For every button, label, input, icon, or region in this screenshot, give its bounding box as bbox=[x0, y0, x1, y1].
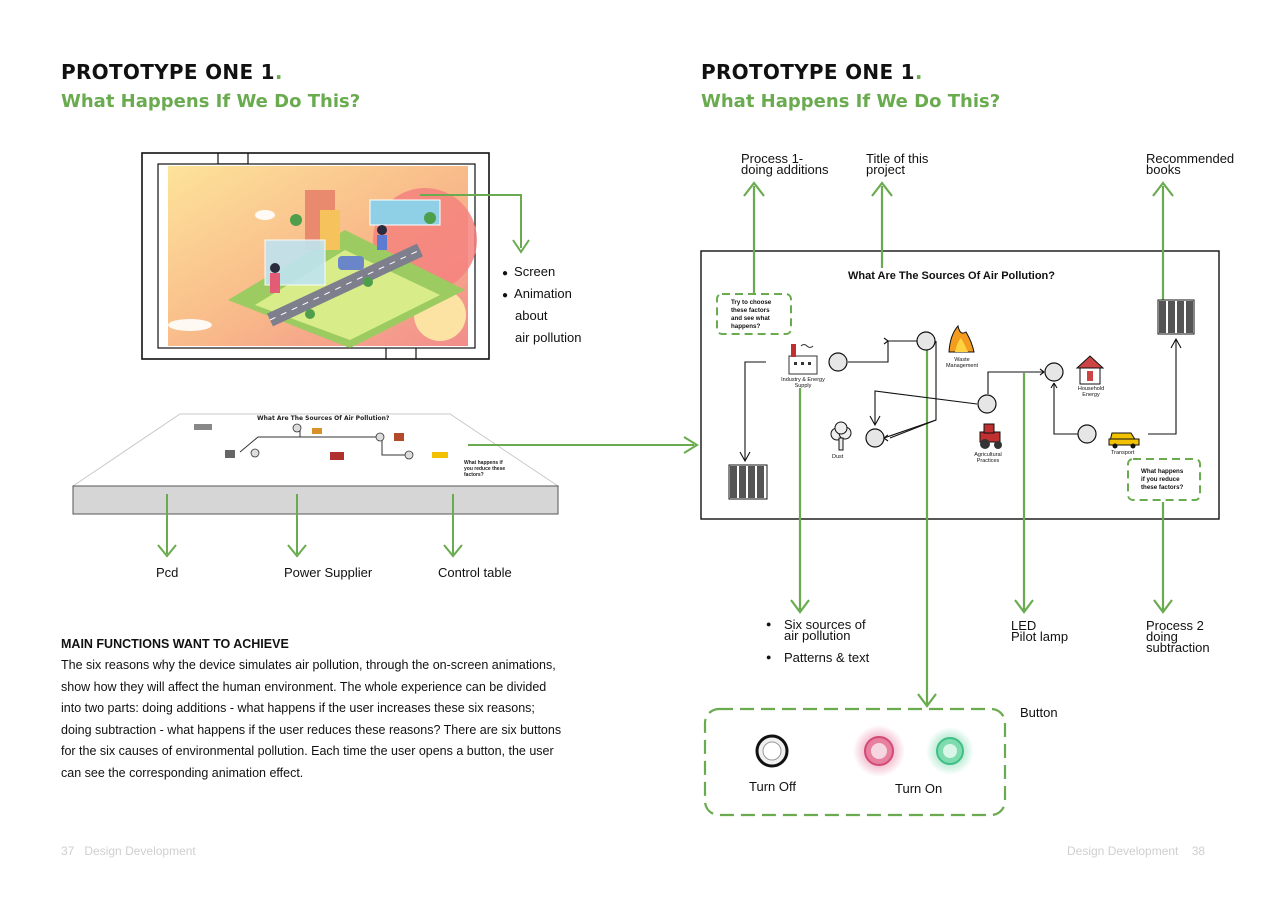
functions-title: MAIN FUNCTIONS WANT TO ACHIEVE bbox=[61, 637, 289, 651]
screen-bullet-2: ●Animation bbox=[502, 286, 572, 301]
control-table-illustration bbox=[71, 413, 560, 515]
label-process-1: Process 1-doing additions bbox=[741, 151, 829, 177]
source-dust: Dust bbox=[832, 454, 844, 460]
bullet-icon: ● bbox=[502, 290, 509, 301]
bullet-icon: ● bbox=[766, 652, 772, 662]
left-title-text: PROTOTYPE ONE 1 bbox=[61, 60, 275, 84]
screen-extra-1: about bbox=[515, 308, 548, 323]
left-title-dot: . bbox=[274, 60, 283, 84]
label-power-supplier: Power Supplier bbox=[284, 565, 373, 580]
flow-nodes bbox=[828, 331, 1097, 448]
right-page-subtitle: What Happens If We Do This? bbox=[701, 91, 1001, 112]
left-page-number: 37 bbox=[61, 844, 75, 858]
turn-off-button[interactable] bbox=[755, 734, 789, 768]
note-try-box bbox=[716, 293, 792, 335]
bottom-bullet-2: ● Patterns & text bbox=[766, 650, 870, 665]
right-page-number: 38 bbox=[1191, 844, 1206, 858]
label-pcd: Pcd bbox=[156, 565, 179, 580]
tree-icon bbox=[830, 421, 852, 451]
screen-bullet-list: ●Screen ●Animation about air pollution bbox=[502, 264, 582, 352]
button-panel bbox=[703, 707, 1007, 817]
arrow-right-icon bbox=[683, 436, 699, 454]
board-title: What Are The Sources Of Air Pollution? bbox=[848, 270, 1055, 282]
label-button: Button bbox=[1020, 705, 1058, 720]
tractor-icon bbox=[979, 423, 1002, 449]
factory-icon bbox=[788, 344, 818, 375]
left-page-label: Design Development bbox=[84, 844, 196, 858]
book-stack-icon bbox=[728, 464, 768, 500]
label-control-table: Control table bbox=[438, 565, 512, 580]
arrow-up-icon bbox=[743, 181, 765, 197]
bullet-icon: ● bbox=[766, 619, 772, 629]
table-title: What Are The Sources Of Air Pollution? bbox=[257, 415, 390, 422]
left-page-title: PROTOTYPE ONE 1. bbox=[61, 60, 283, 84]
right-page-label: Design Development bbox=[1067, 844, 1179, 858]
table-note: What happens if you reduce these factors… bbox=[464, 460, 506, 478]
left-footer: 37 Design Development bbox=[61, 844, 196, 858]
board-frame bbox=[700, 250, 1220, 520]
taxi-icon bbox=[1108, 432, 1140, 449]
book-stack-icon bbox=[1157, 299, 1195, 335]
note-reduce-box bbox=[1127, 458, 1201, 501]
label-turn-on: Turn On bbox=[895, 781, 943, 796]
turn-on-mint-button[interactable] bbox=[926, 727, 974, 775]
label-turn-off: Turn Off bbox=[749, 779, 796, 794]
fire-icon bbox=[948, 324, 975, 353]
air-pollution-animation bbox=[168, 166, 477, 348]
functions-paragraph: The six reasons why the device simulates… bbox=[61, 658, 562, 780]
arrow-down-icon bbox=[512, 239, 530, 254]
house-icon bbox=[1075, 355, 1105, 385]
bullet-icon: ● bbox=[502, 268, 509, 279]
screen-extra-2: air pollution bbox=[515, 330, 582, 345]
left-page-subtitle: What Happens If We Do This? bbox=[61, 91, 361, 112]
turn-on-pink-button[interactable] bbox=[853, 725, 905, 777]
right-page-title: PROTOTYPE ONE 1. bbox=[701, 60, 923, 84]
screen-bullet-1: ●Screen bbox=[502, 264, 556, 279]
source-transport: Transport bbox=[1111, 450, 1135, 456]
right-footer: Design Development 38 bbox=[1067, 844, 1205, 858]
